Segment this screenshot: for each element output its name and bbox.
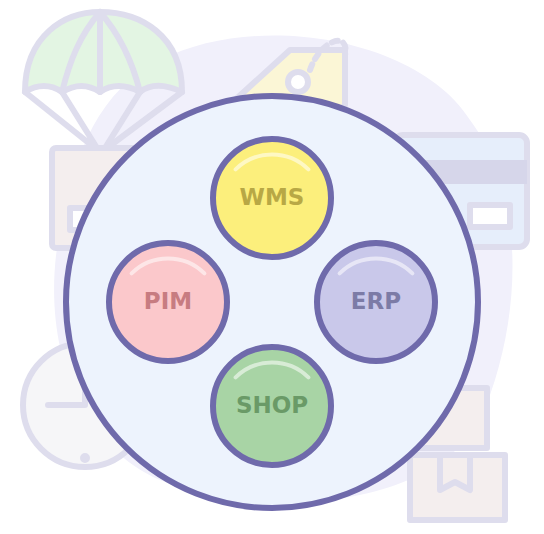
tag-hole xyxy=(288,72,308,92)
clock-dot xyxy=(83,456,87,460)
tag-string xyxy=(310,41,346,70)
circle-highlight xyxy=(236,363,309,378)
parachute-ribs xyxy=(62,12,140,92)
circle-highlight xyxy=(132,259,205,274)
circle-shape xyxy=(109,243,227,361)
circle-shape xyxy=(213,347,331,465)
parcel-tape xyxy=(440,455,470,490)
system-label: PIM xyxy=(144,289,192,314)
system-circle: ERP xyxy=(314,240,438,364)
circle-shape xyxy=(317,243,435,361)
system-label: SHOP xyxy=(236,393,308,418)
system-circle: PIM xyxy=(106,240,230,364)
circle-highlight xyxy=(236,155,309,170)
system-circle: WMS xyxy=(210,136,334,260)
parcel-bottom xyxy=(410,455,505,520)
system-circle: SHOP xyxy=(210,344,334,468)
hub-circle xyxy=(66,96,478,508)
circle-highlight xyxy=(340,259,413,274)
card-chip xyxy=(470,205,510,227)
background-icons xyxy=(23,12,527,520)
parachute-canopy xyxy=(25,12,182,92)
circle-shape xyxy=(213,139,331,257)
system-label: ERP xyxy=(351,289,401,314)
system-label: WMS xyxy=(240,185,305,210)
